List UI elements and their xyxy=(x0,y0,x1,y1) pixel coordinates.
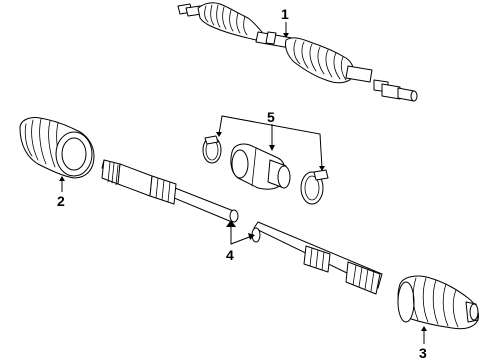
callout-5: 5 xyxy=(267,109,275,125)
callout-2: 2 xyxy=(57,193,65,209)
callout-3: 3 xyxy=(419,345,427,360)
inner-boot xyxy=(397,275,479,330)
callout-1: 1 xyxy=(281,6,289,22)
outer-boot xyxy=(19,117,95,179)
dynamic-damper-kit xyxy=(202,135,329,205)
callout-4: 4 xyxy=(226,247,234,263)
axle-shaft xyxy=(101,159,383,295)
axle-shaft-assembly xyxy=(177,2,418,102)
callouts: 1 2 3 4 5 xyxy=(57,6,427,360)
leader-lines xyxy=(59,22,427,344)
